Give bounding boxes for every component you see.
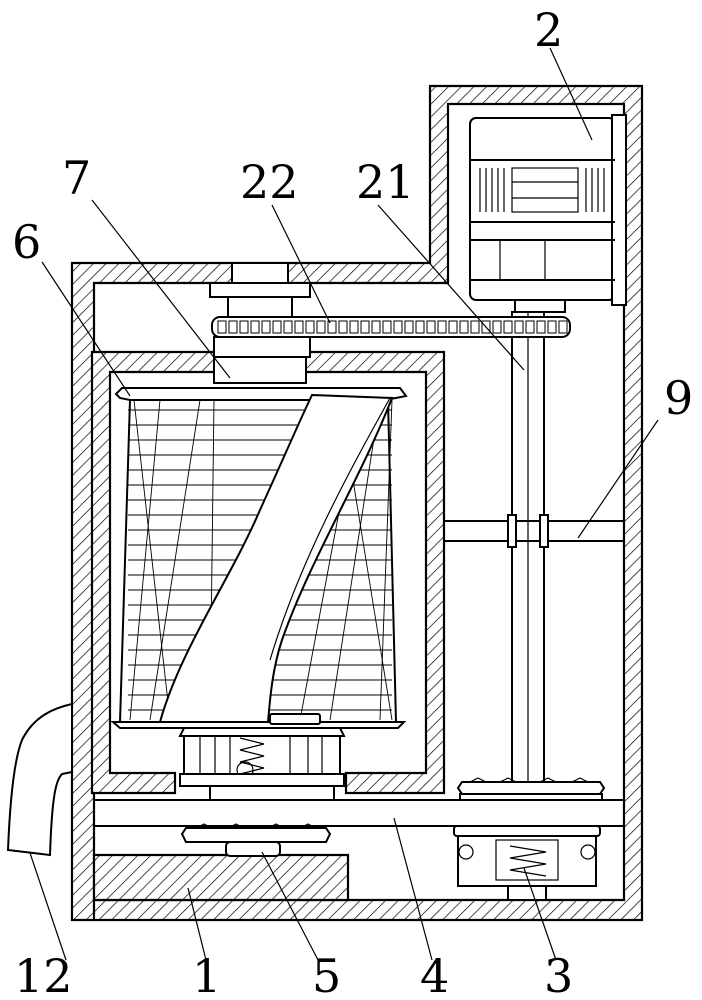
chain-link — [393, 320, 403, 334]
label-9: 9 — [664, 371, 693, 425]
chain-link — [228, 320, 238, 334]
label-6: 6 — [12, 215, 41, 269]
chain-link — [316, 320, 326, 334]
chain-link — [492, 320, 502, 334]
chain-link — [349, 320, 359, 334]
motor — [469, 114, 627, 313]
chain-link — [382, 320, 392, 334]
chain-link — [437, 320, 447, 334]
chain-link — [426, 320, 436, 334]
label-2: 2 — [534, 3, 563, 57]
drum-wire — [133, 399, 171, 721]
motor-coupling — [514, 299, 566, 313]
motor-cooling-fins — [479, 167, 605, 213]
label-5: 5 — [312, 949, 341, 1000]
chain-link — [327, 320, 337, 334]
leader-lines — [29, 47, 659, 961]
chain-link — [261, 320, 271, 334]
drum-wire — [129, 399, 161, 721]
chain-link — [415, 320, 425, 334]
chain-link — [558, 320, 568, 334]
drive-shaft — [511, 311, 545, 783]
chain-link — [294, 320, 304, 334]
support-bracket — [444, 514, 624, 548]
transmission-plate — [94, 799, 624, 827]
chain-link — [239, 320, 249, 334]
chain-link — [338, 320, 348, 334]
part-labels: 2 7 22 21 6 9 12 1 5 4 3 — [12, 3, 693, 1000]
label-1: 1 — [192, 949, 221, 1000]
chain-link — [305, 320, 315, 334]
discharge-pipe — [6, 702, 73, 857]
spring-mount — [453, 825, 601, 901]
drum-wire — [379, 399, 393, 721]
chain-link — [459, 320, 469, 334]
drum-shaft — [213, 356, 307, 384]
drum-gear — [180, 823, 332, 857]
drive-gear — [456, 777, 606, 801]
chain-link — [536, 320, 546, 334]
chain-link — [481, 320, 491, 334]
chain-link — [272, 320, 282, 334]
chain-link — [283, 320, 293, 334]
chain-link — [514, 320, 524, 334]
chain-link — [470, 320, 480, 334]
label-7: 7 — [62, 151, 91, 205]
label-3: 3 — [544, 949, 573, 1000]
drum-mesh-wires — [129, 399, 393, 721]
label-22: 22 — [240, 155, 299, 209]
label-12: 12 — [14, 949, 73, 1000]
chain-link — [503, 320, 513, 334]
chain-link — [547, 320, 557, 334]
drum-wire — [149, 399, 201, 721]
chain-link — [360, 320, 370, 334]
spiral-blade — [158, 393, 394, 723]
lower-bearing-assembly — [178, 713, 346, 801]
label-4: 4 — [420, 949, 449, 1000]
chain-link — [250, 320, 260, 334]
motor-mount-plate — [611, 114, 627, 306]
chain-drive — [211, 316, 571, 338]
chain-link — [525, 320, 535, 334]
filter-drum — [110, 387, 408, 729]
base-block — [92, 853, 350, 902]
chain-links — [217, 320, 568, 334]
chain-link — [371, 320, 381, 334]
drum-wire — [329, 399, 381, 721]
chain-link — [404, 320, 414, 334]
chain-link — [217, 320, 227, 334]
top-bearing — [209, 262, 311, 384]
label-21: 21 — [356, 155, 415, 209]
chain-link — [448, 320, 458, 334]
